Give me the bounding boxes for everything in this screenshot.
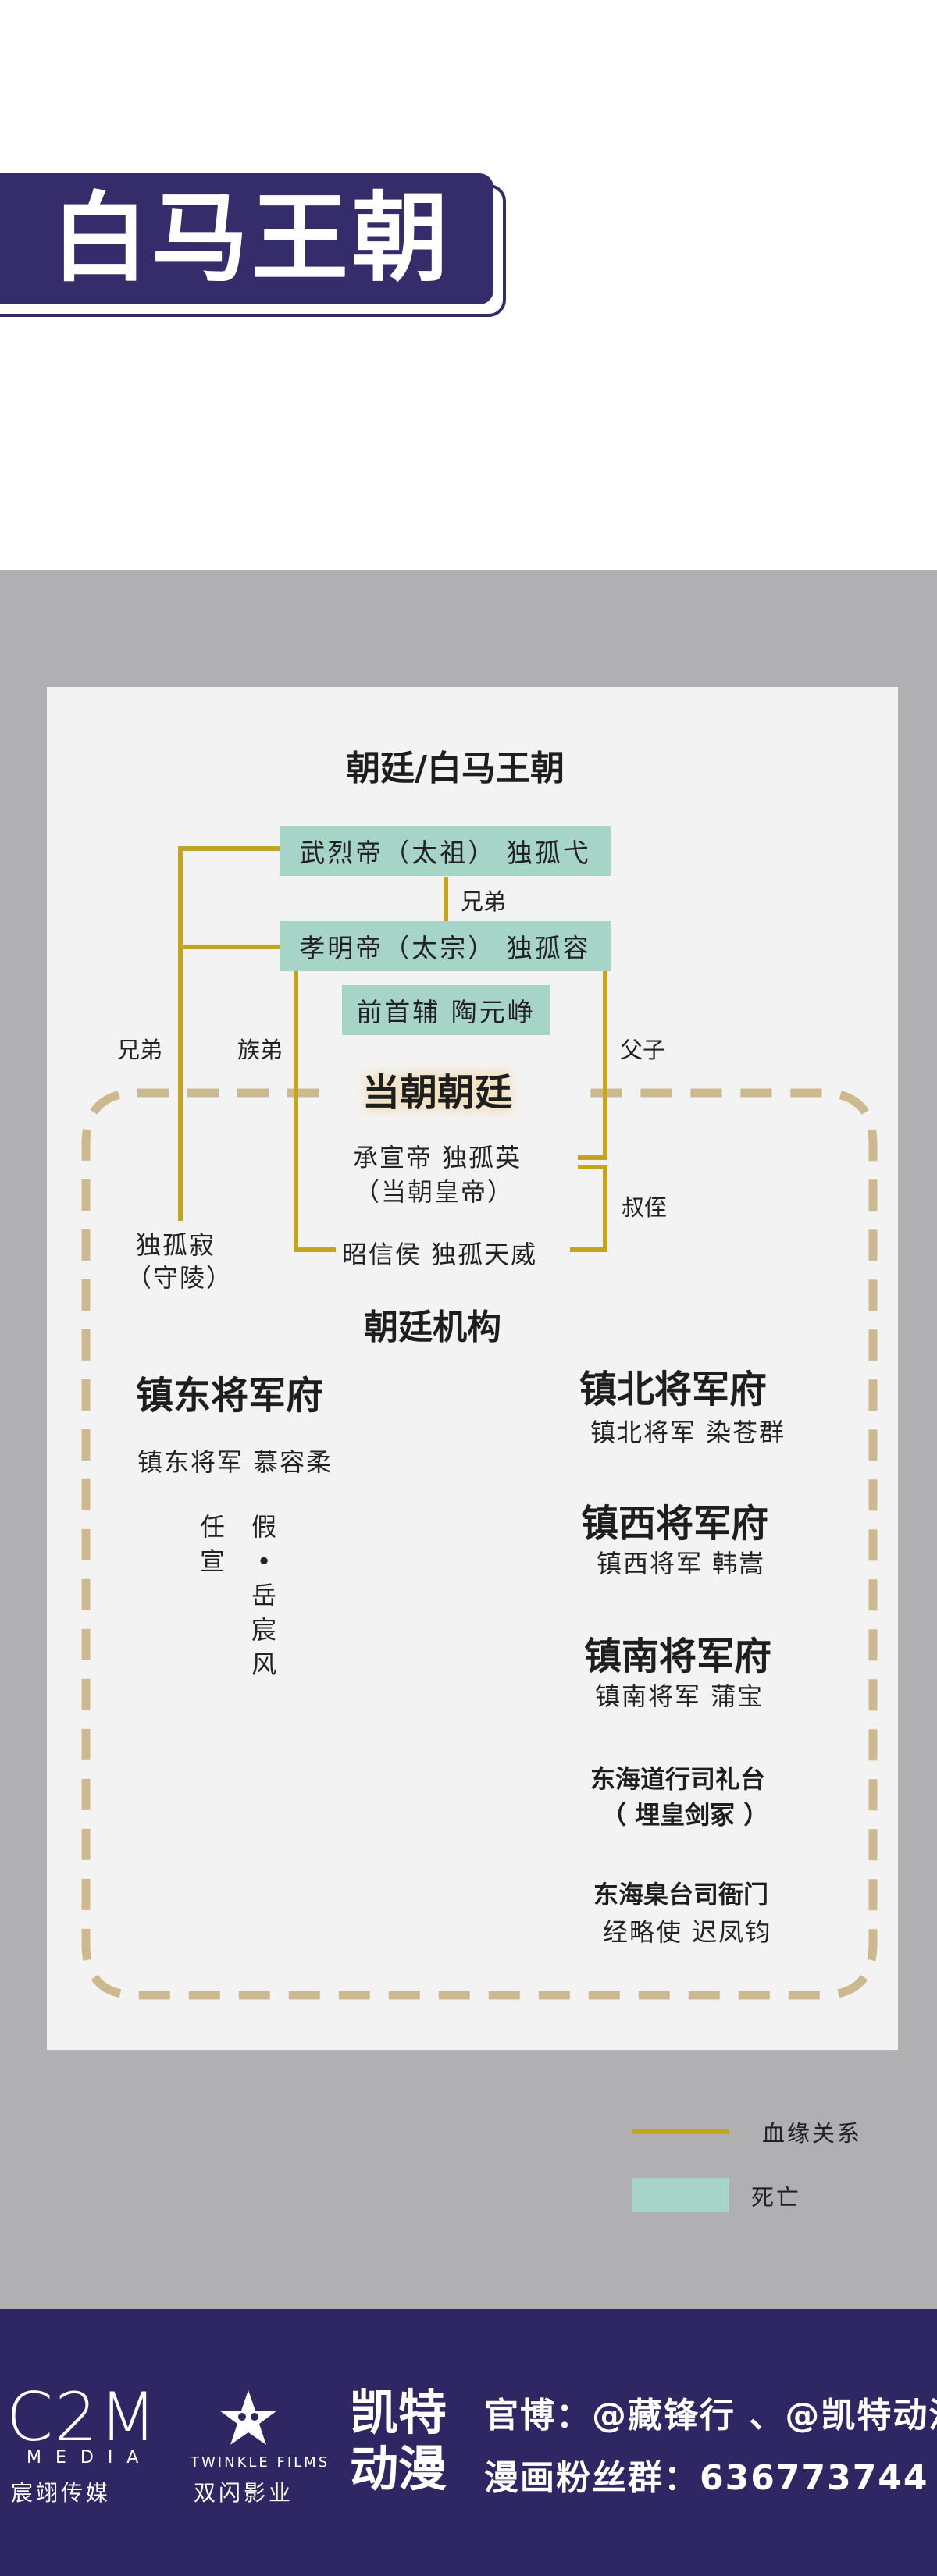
east-note-col1: 任宣 [199,1512,225,1576]
label-uncle-nephew: 叔侄 [622,1194,668,1221]
brand-kaite-line1: 凯特 [350,2384,447,2441]
legend-deceased-swatch [632,2178,729,2212]
bloodline-top-branch [178,846,281,851]
north-general: 镇北将军 染苍群 [590,1418,786,1447]
bloodline-brothers-connector [444,877,448,921]
brand-c2m-cn: 宸翊传媒 [11,2480,112,2506]
page-title: 白马王朝 [52,183,452,295]
current-court-label: 当朝朝廷 [362,1071,513,1115]
west-office-title: 镇西将军府 [581,1502,769,1546]
rites-office-title: 东海道行司礼台 [590,1764,766,1794]
north-office-title: 镇北将军府 [579,1368,768,1411]
bloodline-father-son-vertical [603,971,607,1160]
bloodline-uncle-bottom [570,1247,607,1252]
footer [0,2309,937,2576]
footer-weibo: 官博：@藏锋行 、@凯特动漫 [484,2396,937,2435]
brand-twinkle-name: TWINKLE FILMS [191,2454,330,2471]
node-tomb-guard: 独孤寂 [136,1230,216,1260]
bloodline-clan-bottom [294,1247,336,1252]
node-current-emperor-title: （当朝皇帝） [354,1177,515,1207]
west-general: 镇西将军 韩嵩 [597,1549,766,1578]
legend-deceased-label: 死亡 [751,2184,802,2211]
label-clan-brother: 族弟 [237,1037,283,1063]
brand-c2m-logo: C2M [6,2379,159,2457]
label-father-son: 父子 [620,1037,666,1063]
bloodline-uncle-top [578,1165,607,1169]
brand-twinkle-cn: 双闪影业 [194,2480,294,2506]
legend-bloodline-label: 血缘关系 [762,2120,863,2147]
node-tomb-guard-role: （守陵） [126,1263,233,1293]
rites-office-note: （ 埋皇剑冢 ） [601,1800,769,1830]
east-office-title: 镇东将军府 [136,1374,324,1418]
node-former-minister: 前首辅 陶元峥 [342,985,550,1035]
title-banner [0,173,493,304]
judicial-office-title: 东海臬台司衙门 [593,1880,769,1909]
node-current-emperor: 承宣帝 独孤英 [353,1143,522,1172]
label-brothers-left: 兄弟 [117,1037,163,1063]
bloodline-uncle-vertical [603,1165,607,1252]
brand-c2m-sub: MEDIA [27,2448,153,2467]
node-marquis: 昭信侯 独孤天威 [342,1240,538,1269]
judicial-official: 经略使 迟凤钧 [603,1917,772,1947]
bloodline-left-vertical [178,846,183,1221]
south-office-title: 镇南将军府 [584,1635,772,1678]
bloodline-clan-vertical [294,971,298,1252]
bloodline-father-son-bottom [578,1155,607,1160]
footer-fan-group: 漫画粉丝群：636773744 [484,2458,929,2498]
node-founder: 武烈帝（太祖） 独孤弋 [280,826,611,876]
node-second-emperor: 孝明帝（太宗） 独孤容 [280,921,611,971]
south-general: 镇南将军 蒲宝 [595,1681,764,1711]
institutions-title: 朝廷机构 [364,1308,501,1347]
twinkle-star-icon [219,2390,277,2445]
east-general: 镇东将军 慕容柔 [137,1447,333,1477]
east-note-col2: 假•岳宸风 [251,1512,276,1679]
chart-title: 朝廷/白马王朝 [345,749,565,788]
label-brothers-top: 兄弟 [461,888,507,915]
bloodline-mid-branch [178,945,281,949]
legend-bloodline-swatch [632,2129,729,2134]
brand-kaite-line2: 动漫 [350,2440,447,2497]
chart-card [47,687,898,2050]
